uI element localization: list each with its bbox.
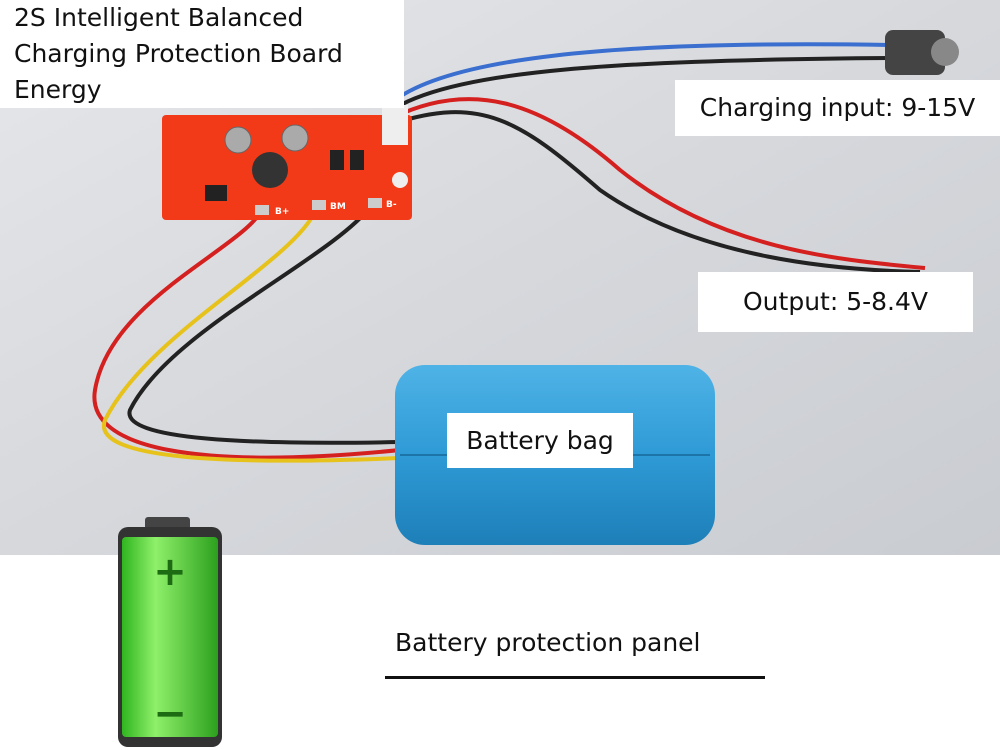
wire-red-output bbox=[391, 97, 926, 270]
battery-icon: + − bbox=[118, 517, 222, 747]
charging-input-label: Charging input: 9-15V bbox=[675, 80, 1000, 136]
wire-black-battery bbox=[127, 203, 401, 445]
battery-bag-label: Battery bag bbox=[447, 413, 633, 468]
dc-jack bbox=[885, 30, 945, 75]
wire-black-input bbox=[393, 56, 891, 110]
product-title: 2S Intelligent Balanced Charging Protect… bbox=[0, 0, 404, 108]
protection-panel-label: Battery protection panel bbox=[395, 628, 701, 657]
wire-black-output bbox=[391, 110, 921, 274]
wire-yellow-battery bbox=[101, 204, 401, 463]
plus-sign: + bbox=[153, 549, 187, 595]
wire-red-battery bbox=[92, 208, 401, 460]
wire-blue bbox=[393, 42, 891, 102]
protection-board: B+ BM B- bbox=[162, 105, 412, 220]
pad-label-bminus: B- bbox=[386, 200, 397, 210]
title-line-2: Charging Protection Board bbox=[14, 39, 343, 68]
pad-label-bplus: B+ bbox=[275, 207, 289, 217]
pad-label-bm: BM bbox=[330, 202, 346, 212]
underline-divider bbox=[385, 676, 765, 679]
output-label: Output: 5-8.4V bbox=[698, 272, 973, 332]
title-line-1: 2S Intelligent Balanced bbox=[14, 3, 304, 32]
title-line-3: Energy bbox=[14, 75, 102, 104]
minus-sign: − bbox=[153, 691, 187, 737]
